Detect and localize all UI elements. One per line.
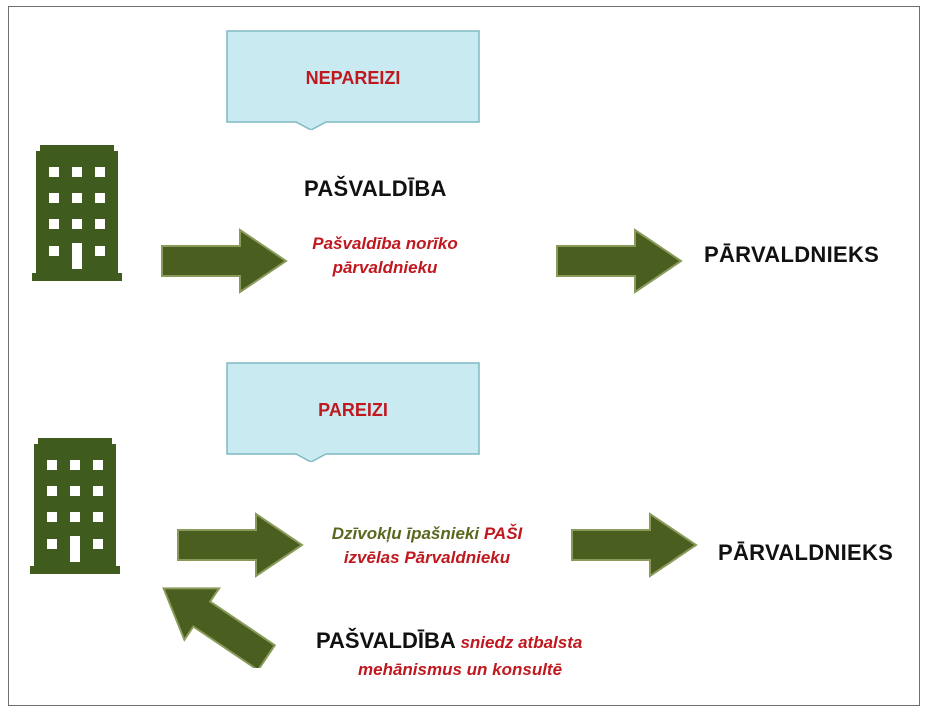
callout-wrong-label: NEPAREIZI bbox=[305, 68, 401, 88]
authority-support-title: PAŠVALDĪBA bbox=[316, 628, 456, 653]
authority-title: PAŠVALDĪBA bbox=[304, 176, 447, 201]
callout-right-label: PAREIZI bbox=[318, 400, 388, 420]
manager-title-right: PĀRVALDNIEKS bbox=[718, 540, 894, 565]
authority-support-text: sniedz atbalsta bbox=[455, 633, 583, 652]
authority-support-line: PAŠVALDĪBA sniedz atbalsta bbox=[316, 628, 582, 654]
building-icon bbox=[32, 145, 122, 281]
manager-title-wrong: PĀRVALDNIEKS bbox=[704, 242, 880, 267]
authority-support-text-2: mehānismus un konsultē bbox=[358, 660, 563, 679]
building-icon bbox=[30, 438, 120, 574]
callout-wrong: NEPAREIZI bbox=[226, 30, 480, 130]
callout-right: PAREIZI bbox=[226, 362, 480, 462]
assigns-manager-caption: Pašvaldība norīko pārvaldnieku bbox=[312, 234, 458, 277]
arrow-up-left-icon bbox=[162, 587, 277, 668]
owners-choose-caption: Dzīvokļu īpašnieki PAŠI izvēlas Pārvaldn… bbox=[331, 524, 523, 567]
arrow-right-icon bbox=[556, 228, 683, 294]
arrow-right-icon bbox=[161, 228, 288, 294]
arrow-right-icon bbox=[177, 512, 304, 578]
arrow-right-icon bbox=[571, 512, 698, 578]
